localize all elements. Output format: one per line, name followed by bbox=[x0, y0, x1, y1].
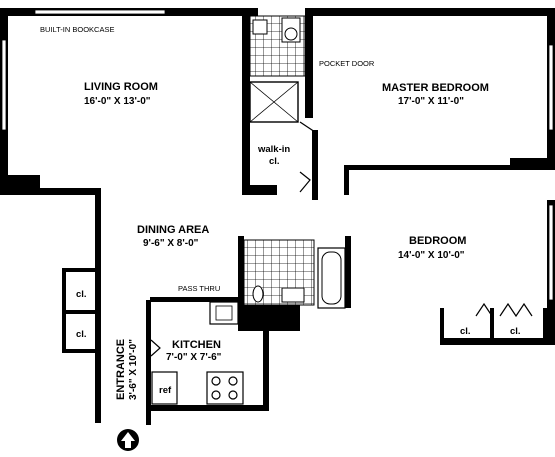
kitchen-size: 7'-0" X 7'-6" bbox=[166, 352, 222, 363]
closet-entry-lower-label: cl. bbox=[76, 329, 87, 340]
bedroom-name: BEDROOM bbox=[409, 235, 466, 247]
closet-bed-left-label: cl. bbox=[460, 326, 471, 337]
kitchen-fixtures bbox=[150, 299, 244, 405]
walk-in-doors bbox=[299, 121, 316, 193]
entrance-name: ENTRANCE bbox=[115, 339, 127, 400]
master-bedroom-size: 17'-0" X 11'-0" bbox=[398, 96, 464, 107]
windows bbox=[1, 9, 554, 301]
bedroom-size: 14'-0" X 10'-0" bbox=[398, 250, 465, 261]
bedroom-closet-doors bbox=[475, 302, 533, 318]
bookcase-label: BUILT-IN BOOKCASE bbox=[40, 25, 114, 34]
pass-thru-label: PASS THRU bbox=[178, 284, 220, 293]
dining-area-name: DINING AREA bbox=[137, 224, 209, 236]
entrance-label-group: ENTRANCE 3'-6" X 10'-0" bbox=[115, 339, 139, 400]
kitchen-name: KITCHEN bbox=[172, 339, 221, 351]
living-room-size: 16'-0" X 13'-0" bbox=[84, 96, 151, 107]
walk-in-label: walk-in bbox=[257, 144, 290, 155]
entrance-size: 3'-6" X 10'-0" bbox=[128, 339, 139, 400]
ref-label: ref bbox=[159, 385, 172, 396]
living-room-name: LIVING ROOM bbox=[84, 81, 158, 93]
pocket-door-label: POCKET DOOR bbox=[319, 59, 375, 68]
bathroom-upper bbox=[249, 15, 306, 123]
dining-area-size: 9'-6" X 8'-0" bbox=[143, 238, 199, 249]
walk-in-closet-label: cl. bbox=[269, 156, 280, 167]
closet-entry-upper-label: cl. bbox=[76, 289, 87, 300]
up-arrow-in-circle-icon bbox=[117, 429, 139, 451]
master-bedroom-name: MASTER BEDROOM bbox=[382, 82, 489, 94]
bathroom-lower bbox=[243, 239, 346, 309]
closet-bed-right-label: cl. bbox=[510, 326, 521, 337]
